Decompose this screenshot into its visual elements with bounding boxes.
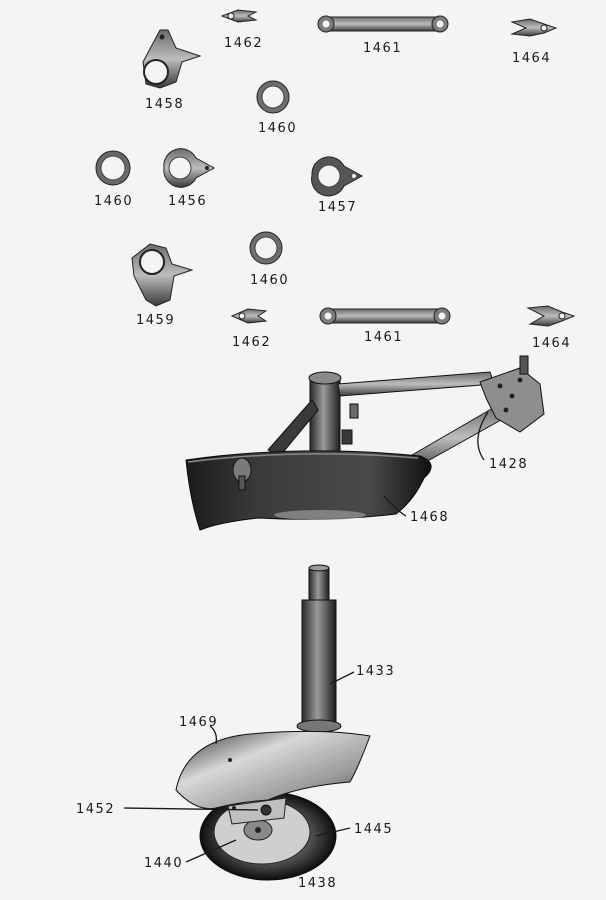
bracket-plate-1459 <box>131 243 194 307</box>
part-label-1428: 1428 <box>489 457 529 472</box>
part-label-1458: 1458 <box>145 97 185 112</box>
part-label-1457: 1457 <box>318 200 358 215</box>
part-label-1440: 1440 <box>144 856 184 871</box>
clevis-fork-1464-bottom <box>526 305 576 327</box>
bracket-plate-1458 <box>142 29 202 89</box>
part-label-1445: 1445 <box>354 822 394 837</box>
fairing-1468 <box>185 450 432 531</box>
part-label-1464-top: 1464 <box>512 51 552 66</box>
frame-assembly-1428 <box>267 355 545 473</box>
clevis-fork-1462-top <box>220 9 258 23</box>
washer-1460-a <box>256 80 290 114</box>
tab-washer-1456 <box>163 148 216 188</box>
part-label-1469: 1469 <box>179 715 219 730</box>
strut-leg-1433 <box>296 564 342 733</box>
leader-lines <box>123 411 489 863</box>
part-label-1462-bottom: 1462 <box>232 335 272 350</box>
part-label-1456: 1456 <box>168 194 208 209</box>
part-label-1461-bottom: 1461 <box>364 330 404 345</box>
part-label-1459: 1459 <box>136 313 176 328</box>
part-label-1438: 1438 <box>298 876 338 891</box>
washer-1460-c <box>249 231 283 265</box>
part-label-1460-a: 1460 <box>258 121 298 136</box>
part-label-1433: 1433 <box>356 664 396 679</box>
part-label-1460-c: 1460 <box>250 273 290 288</box>
washer-1460-b <box>95 150 131 186</box>
clevis-fork-1464-top <box>510 18 558 37</box>
part-label-1464-bottom: 1464 <box>532 336 572 351</box>
part-label-1461-top: 1461 <box>363 41 403 56</box>
tab-washer-1457 <box>311 156 364 197</box>
clevis-fork-1462-bottom <box>230 308 268 324</box>
link-bar-1461-top <box>317 15 449 33</box>
link-bar-1461-bottom <box>319 307 451 325</box>
wheel-fairing-1469 <box>175 730 371 825</box>
part-label-1452: 1452 <box>76 802 116 817</box>
part-label-1460-b: 1460 <box>94 194 134 209</box>
part-label-1468: 1468 <box>410 510 450 525</box>
part-label-1462-top: 1462 <box>224 36 264 51</box>
